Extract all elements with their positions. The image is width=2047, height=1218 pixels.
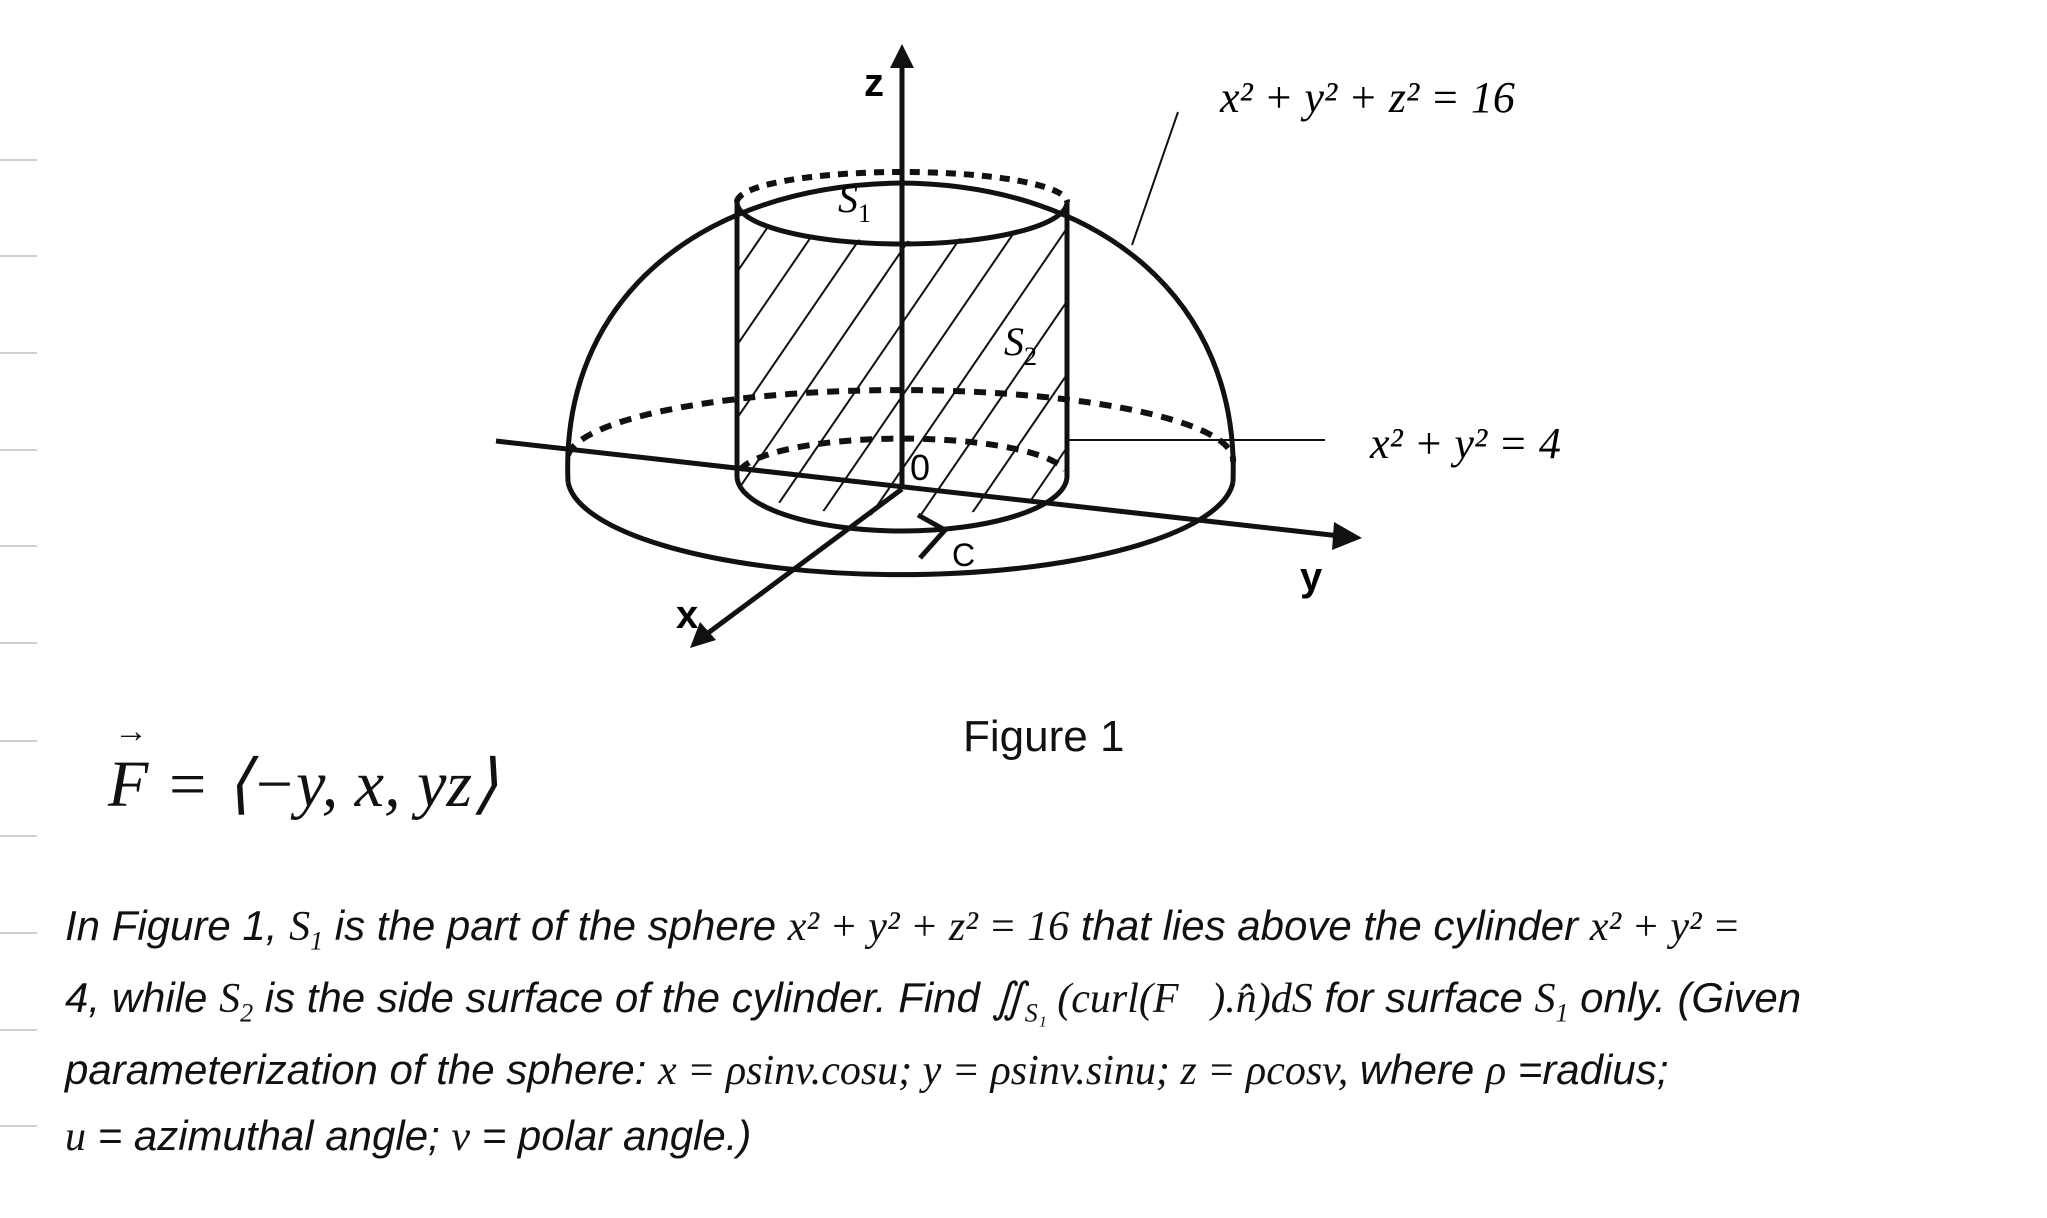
margin-rule <box>0 835 37 837</box>
margin-rule <box>0 545 37 547</box>
y-axis <box>495 438 1341 539</box>
problem-line-4: u = azimuthal angle; v = polar angle.) <box>65 1112 752 1160</box>
dome-base-front <box>565 481 1236 578</box>
x-axis <box>702 486 904 639</box>
vector-field-equation: F = ⟨−y, x, yz⟩ <box>108 713 498 823</box>
margin-rule <box>0 1125 37 1127</box>
cylinder-equation-callout: x² + y² = 4 <box>1369 419 1561 468</box>
margin-rule <box>0 449 37 451</box>
figure-caption: Figure 1 <box>963 712 1125 761</box>
cylinder-equation-inline: x² + y² = <box>1589 904 1741 950</box>
cylinder-top-back-dashed <box>734 169 1070 203</box>
problem-line-1: In Figure 1, S1 is the part of the spher… <box>65 902 1741 956</box>
x-axis-arrow-icon <box>690 622 716 648</box>
curve-c-label: C <box>952 537 975 573</box>
problem-line-3: parameterization of the sphere: x = ρsin… <box>65 1046 1669 1094</box>
margin-rule <box>0 932 37 934</box>
margin-rule <box>0 642 37 644</box>
sphere-equation-inline: x² + y² + z² = 16 <box>787 904 1070 950</box>
double-integral-symbol: ∬ <box>991 976 1025 1022</box>
z-axis-label: z <box>864 61 884 105</box>
curl-integrand: (curl(F⃗).n̂)dS <box>1046 976 1313 1022</box>
margin-rule <box>0 159 37 161</box>
z-axis-arrow-icon <box>890 44 914 68</box>
dome-base-back-dashed <box>565 387 1237 463</box>
surface-s2-label: S2 <box>1004 319 1037 371</box>
margin-rule <box>0 1029 37 1031</box>
sphere-parameterization: x = ρsinv.cosu; y = ρsinv.sinu; z = ρcos… <box>658 1048 1349 1094</box>
x-axis-label: x <box>676 593 698 637</box>
margin-rule <box>0 740 37 742</box>
surface-s1-label: S1 <box>838 176 871 228</box>
margin-rule <box>0 352 37 354</box>
sphere-callout-leader <box>1131 111 1179 246</box>
problem-statement: In Figure 1, S1 is the part of the spher… <box>65 890 2040 1166</box>
origin-label: 0 <box>910 447 930 488</box>
figure-diagram: z x y 0 C S1 S2 x² + y² + z² = 16 x² + y… <box>495 44 1561 648</box>
problem-line-2: 4, while S2 is the side surface of the c… <box>65 974 1802 1028</box>
y-axis-label: y <box>1300 555 1323 599</box>
integral-subscript: S₁ <box>1024 998 1047 1028</box>
sphere-equation-callout: x² + y² + z² = 16 <box>1219 73 1515 122</box>
cylinder-hatching <box>737 202 1067 516</box>
margin-rule <box>0 255 37 257</box>
curve-c-orientation-arrow-icon <box>916 512 949 560</box>
vector-f-symbol: F <box>108 713 148 823</box>
y-axis-arrow-icon <box>1332 522 1362 550</box>
vector-field-components: = ⟨−y, x, yz⟩ <box>148 748 498 821</box>
